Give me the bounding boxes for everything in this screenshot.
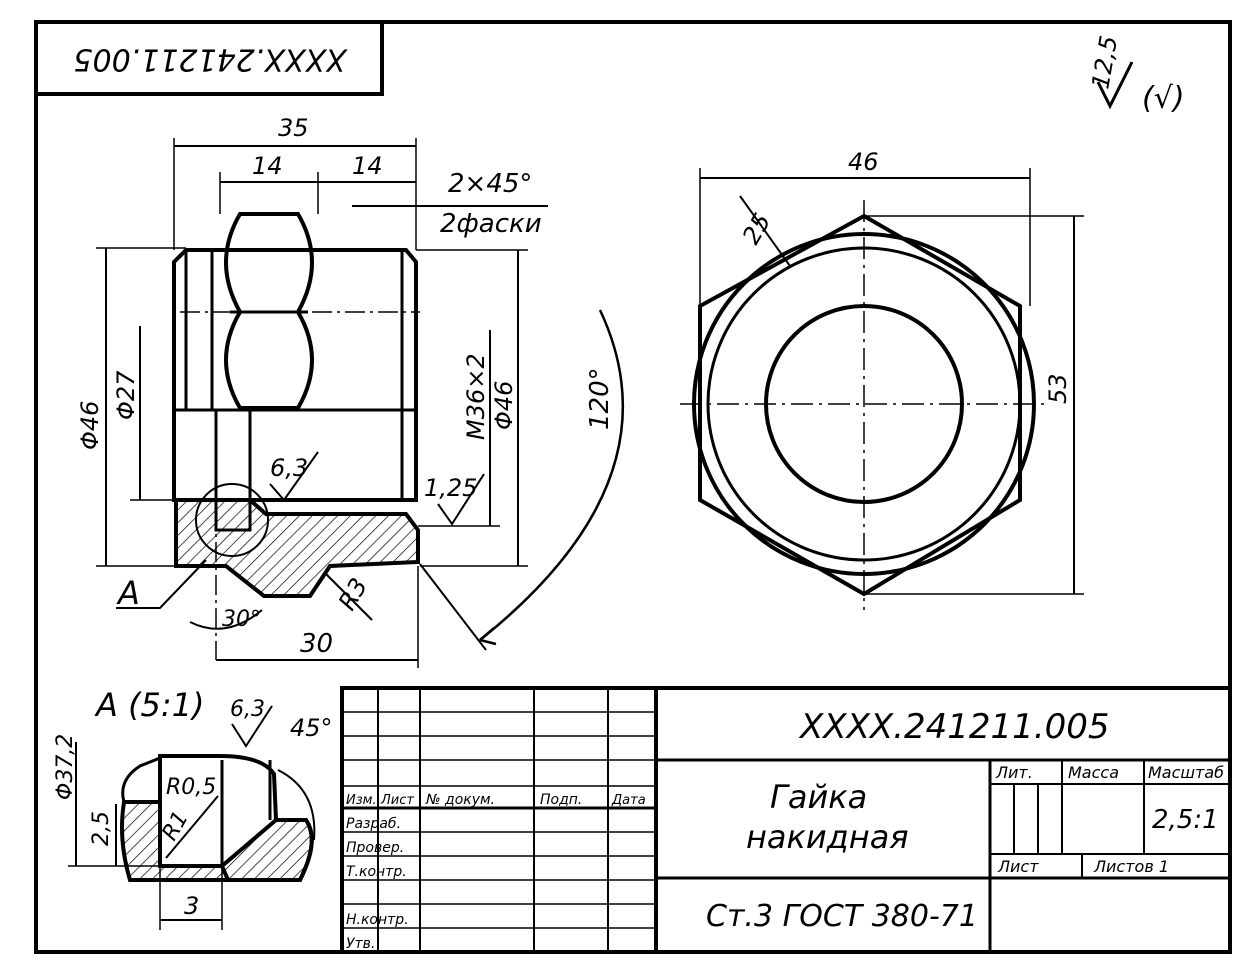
detail-angle: 45°: [290, 714, 333, 742]
dim-right-diameter: Φ46: [490, 381, 518, 430]
dim-outer-diameter: Φ46: [76, 401, 104, 450]
tb-row-tech-control: Т.контр.: [346, 864, 407, 880]
dim-across-corners: 53: [1044, 373, 1072, 404]
dim-left-part: 14: [252, 152, 283, 180]
tb-designation: XXXX.241211.005: [798, 707, 1109, 747]
detail-view: A (5:1) 6,3 45° Φ37,2 R0,5 R1 2,5 3: [53, 686, 333, 930]
tb-scale-value: 2,5:1: [1152, 805, 1219, 835]
detail-title: A (5:1): [94, 686, 205, 724]
roughness-bore: 6,3: [270, 454, 308, 482]
thread-size: M36×2: [462, 353, 490, 440]
main-view-dimensions: 35 14 14 2×45° 2фаски Φ46 Φ27 M36×2 Φ46 …: [76, 114, 615, 668]
tb-row-approved: Утв.: [346, 936, 375, 952]
top-stamp-code: XXXX.241211.005: [73, 42, 348, 77]
tb-row-checked: Провер.: [346, 840, 404, 856]
tb-col-date: Дата: [611, 793, 646, 808]
top-stamp-box: [34, 20, 384, 96]
tb-col-list: Лист: [380, 793, 414, 808]
detail-diameter: Φ37,2: [53, 734, 78, 800]
general-roughness-value: 12,5: [1086, 34, 1123, 91]
detail-width: 3: [184, 892, 199, 920]
general-roughness-rest: (√): [1142, 81, 1185, 116]
chamfer-count: 2фаски: [440, 209, 542, 239]
tb-part-name-2: накидная: [746, 818, 909, 856]
tb-part-name-1: Гайка: [770, 778, 867, 816]
hex-angle: 120°: [585, 367, 615, 430]
tb-col-doc: № докум.: [425, 792, 495, 808]
tb-mass-header: Масса: [1068, 763, 1119, 782]
tb-sheet-label: Лист: [997, 857, 1039, 876]
tb-col-izm: Изм.: [346, 793, 377, 808]
general-roughness-mark: 12,5 (√): [1086, 34, 1184, 116]
main-view: [172, 212, 625, 660]
detail-radius-2: R1: [158, 807, 194, 845]
dim-overall-length: 35: [278, 114, 309, 142]
tb-row-developed: Разраб.: [346, 816, 401, 832]
tb-sheets-label: Листов 1: [1093, 857, 1169, 876]
title-block: Изм. Лист № докум. Подп. Дата Разраб. Пр…: [340, 686, 1232, 954]
tb-lit-header: Лит.: [995, 763, 1033, 782]
roughness-face: 25: [737, 209, 777, 249]
detail-roughness: 6,3: [230, 697, 265, 722]
dim-across-flats: 46: [848, 148, 879, 176]
section-label-a: A: [116, 574, 140, 612]
dim-bore-diameter: Φ27: [112, 370, 140, 420]
tb-row-norm-control: Н.контр.: [346, 912, 409, 928]
chamfer-note: 2×45°: [448, 169, 532, 199]
radius-r3: R3: [333, 573, 373, 615]
detail-radius-1: R0,5: [166, 775, 216, 800]
tb-scale-header: Масштаб: [1148, 763, 1224, 782]
tb-material: Ст.3 ГОСТ 380-71: [706, 899, 978, 934]
dim-thread-length: 30: [300, 629, 333, 659]
dim-hex-part: 14: [352, 152, 383, 180]
tb-col-sign: Подп.: [540, 792, 582, 808]
detail-depth: 2,5: [89, 811, 114, 846]
hex-view: 46 53 25: [680, 148, 1084, 610]
